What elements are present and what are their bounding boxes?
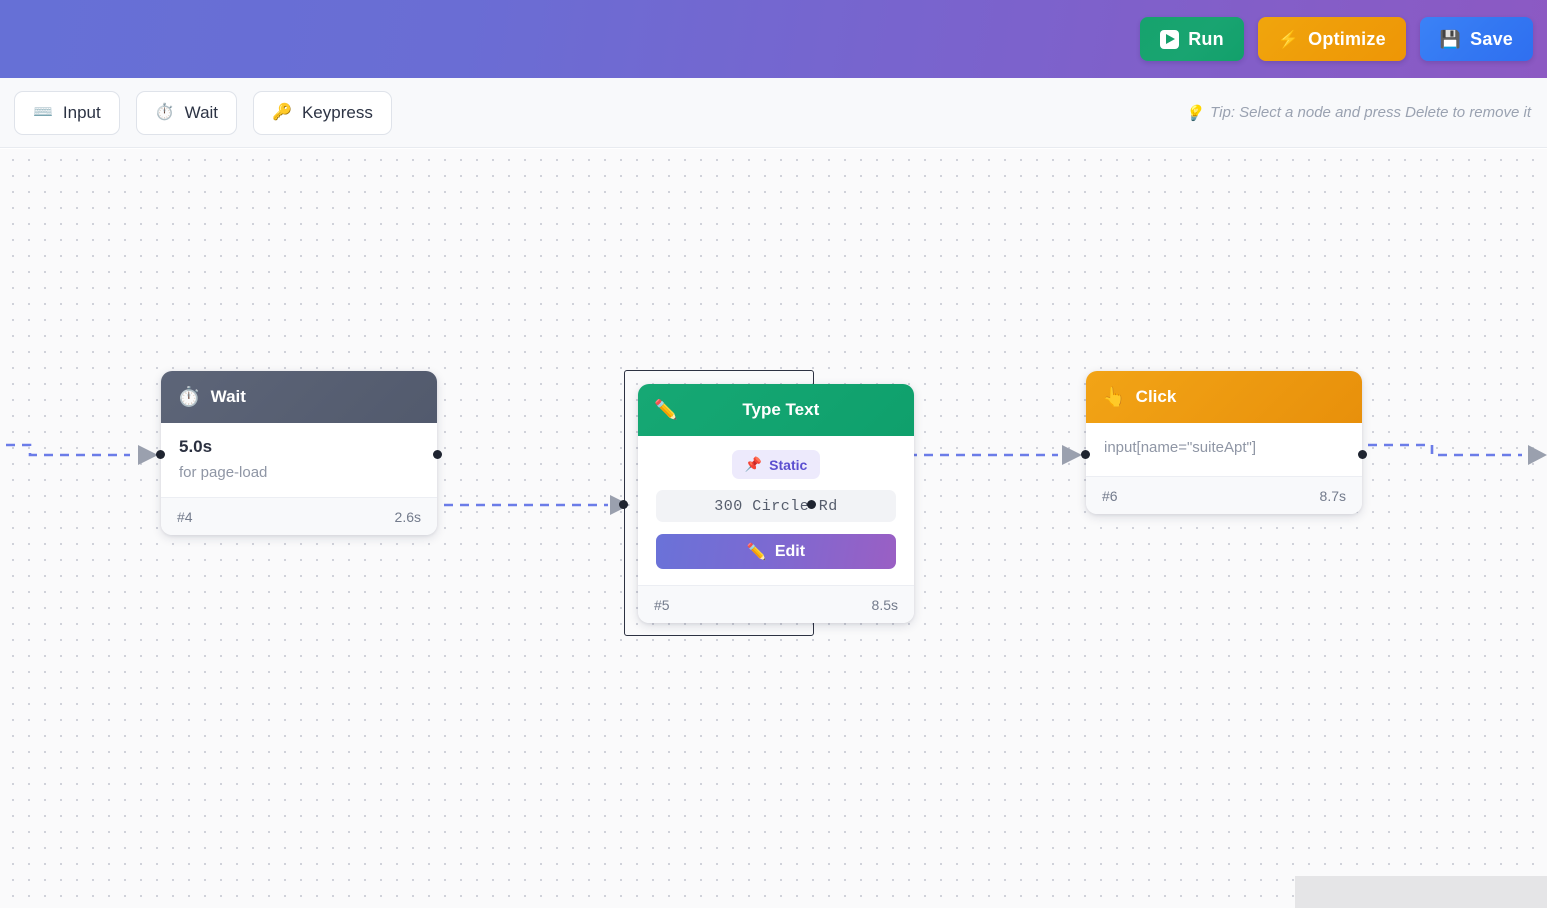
flow-canvas[interactable]: ⏱️ Wait 5.0s for page-load #4 2.6s ✏️ Ty…	[0, 149, 1547, 908]
toolbar-tip-text: Tip: Select a node and press Delete to r…	[1210, 104, 1531, 121]
handle-click-target[interactable]	[1081, 450, 1090, 459]
optimize-button-label: Optimize	[1308, 28, 1386, 49]
node-wait-body: 5.0s for page-load	[161, 423, 437, 497]
save-button-label: Save	[1470, 28, 1513, 49]
node-type-text[interactable]: ✏️ Type Text 📌 Static 300 Circle Rd ✏️ E…	[638, 384, 914, 623]
node-wait-duration-value: 5.0s	[179, 437, 213, 456]
node-click-elapsed: 8.7s	[1319, 487, 1346, 504]
run-button-label: Run	[1188, 28, 1224, 49]
edge-outgoing	[1368, 443, 1522, 457]
stopwatch-icon: ⏱️	[177, 386, 201, 408]
toolbar-tip: 💡 Tip: Select a node and press Delete to…	[1184, 104, 1533, 122]
node-type-text-footer: #5 8.5s	[638, 585, 914, 623]
lightning-icon: ⚡	[1277, 29, 1300, 49]
node-type-text-index: #5	[654, 596, 670, 613]
canvas-minimap[interactable]	[1295, 876, 1547, 908]
handle-wait-target[interactable]	[156, 450, 165, 459]
node-click-header: 👆 Click	[1086, 371, 1362, 423]
add-keypress-node-button[interactable]: 🔑 Keypress	[253, 90, 392, 135]
edit-text-button-label: Edit	[774, 542, 806, 560]
node-click-body: input[name="suiteApt"]	[1086, 423, 1362, 476]
play-icon	[1160, 29, 1180, 49]
run-button[interactable]: Run	[1140, 17, 1244, 61]
add-wait-node-button[interactable]: ⏱️ Wait	[135, 90, 238, 135]
node-type-text-header: ✏️ Type Text	[638, 384, 914, 436]
node-palette-toolbar: ⌨️ Input ⏱️ Wait 🔑 Keypress 💡 Tip: Selec…	[0, 78, 1547, 148]
edge-incoming	[0, 443, 130, 457]
stopwatch-icon: ⏱️	[154, 103, 175, 121]
type-text-value-field[interactable]: 300 Circle Rd	[656, 490, 896, 522]
handle-type-text-source[interactable]	[807, 500, 816, 509]
keyboard-icon: ⌨️	[33, 103, 53, 121]
key-icon: 🔑	[272, 103, 292, 121]
save-button[interactable]: 💾 Save	[1419, 17, 1533, 61]
pencil-icon: ✏️	[746, 543, 767, 561]
add-input-node-button[interactable]: ⌨️ Input	[14, 90, 120, 135]
arrow-marker-outgoing	[1528, 445, 1547, 465]
edit-text-button[interactable]: ✏️ Edit	[656, 534, 896, 569]
lightbulb-icon: 💡	[1184, 104, 1204, 122]
node-wait-elapsed: 2.6s	[394, 508, 421, 525]
floppy-disk-icon: 💾	[1439, 29, 1462, 49]
add-input-node-label: Input	[62, 102, 101, 122]
pushpin-icon: 📌	[744, 456, 763, 472]
node-wait-footer: #4 2.6s	[161, 497, 437, 535]
pencil-icon: ✏️	[654, 399, 678, 421]
node-click-title: Click	[1135, 387, 1177, 406]
node-wait[interactable]: ⏱️ Wait 5.0s for page-load #4 2.6s	[161, 371, 437, 535]
app-header: Run ⚡ Optimize 💾 Save	[0, 0, 1547, 78]
static-badge: 📌 Static	[731, 450, 821, 479]
node-wait-title: Wait	[210, 387, 246, 406]
node-type-text-badge-row: 📌 Static	[656, 450, 896, 479]
node-type-text-title: Type Text	[742, 400, 820, 419]
node-click-index: #6	[1102, 487, 1118, 504]
node-wait-index: #4	[177, 508, 193, 525]
node-type-text-elapsed: 8.5s	[871, 596, 898, 613]
handle-click-source[interactable]	[1358, 450, 1367, 459]
node-wait-header: ⏱️ Wait	[161, 371, 437, 423]
add-wait-node-label: Wait	[184, 102, 219, 122]
node-click-selector: input[name="suiteApt"]	[1104, 439, 1256, 456]
node-wait-reason: for page-load	[179, 464, 268, 481]
node-click[interactable]: 👆 Click input[name="suiteApt"] #6 8.7s	[1086, 371, 1362, 514]
add-keypress-node-label: Keypress	[301, 102, 373, 122]
arrow-marker-click	[1062, 445, 1082, 465]
node-click-footer: #6 8.7s	[1086, 476, 1362, 514]
handle-type-text-target[interactable]	[619, 500, 628, 509]
static-badge-label: Static	[769, 456, 808, 473]
optimize-button[interactable]: ⚡ Optimize	[1257, 17, 1406, 61]
node-type-text-body: 📌 Static 300 Circle Rd ✏️ Edit	[638, 436, 914, 585]
pointing-hand-icon: 👆	[1102, 386, 1126, 408]
handle-wait-source[interactable]	[433, 450, 442, 459]
arrow-marker-incoming	[138, 445, 158, 465]
